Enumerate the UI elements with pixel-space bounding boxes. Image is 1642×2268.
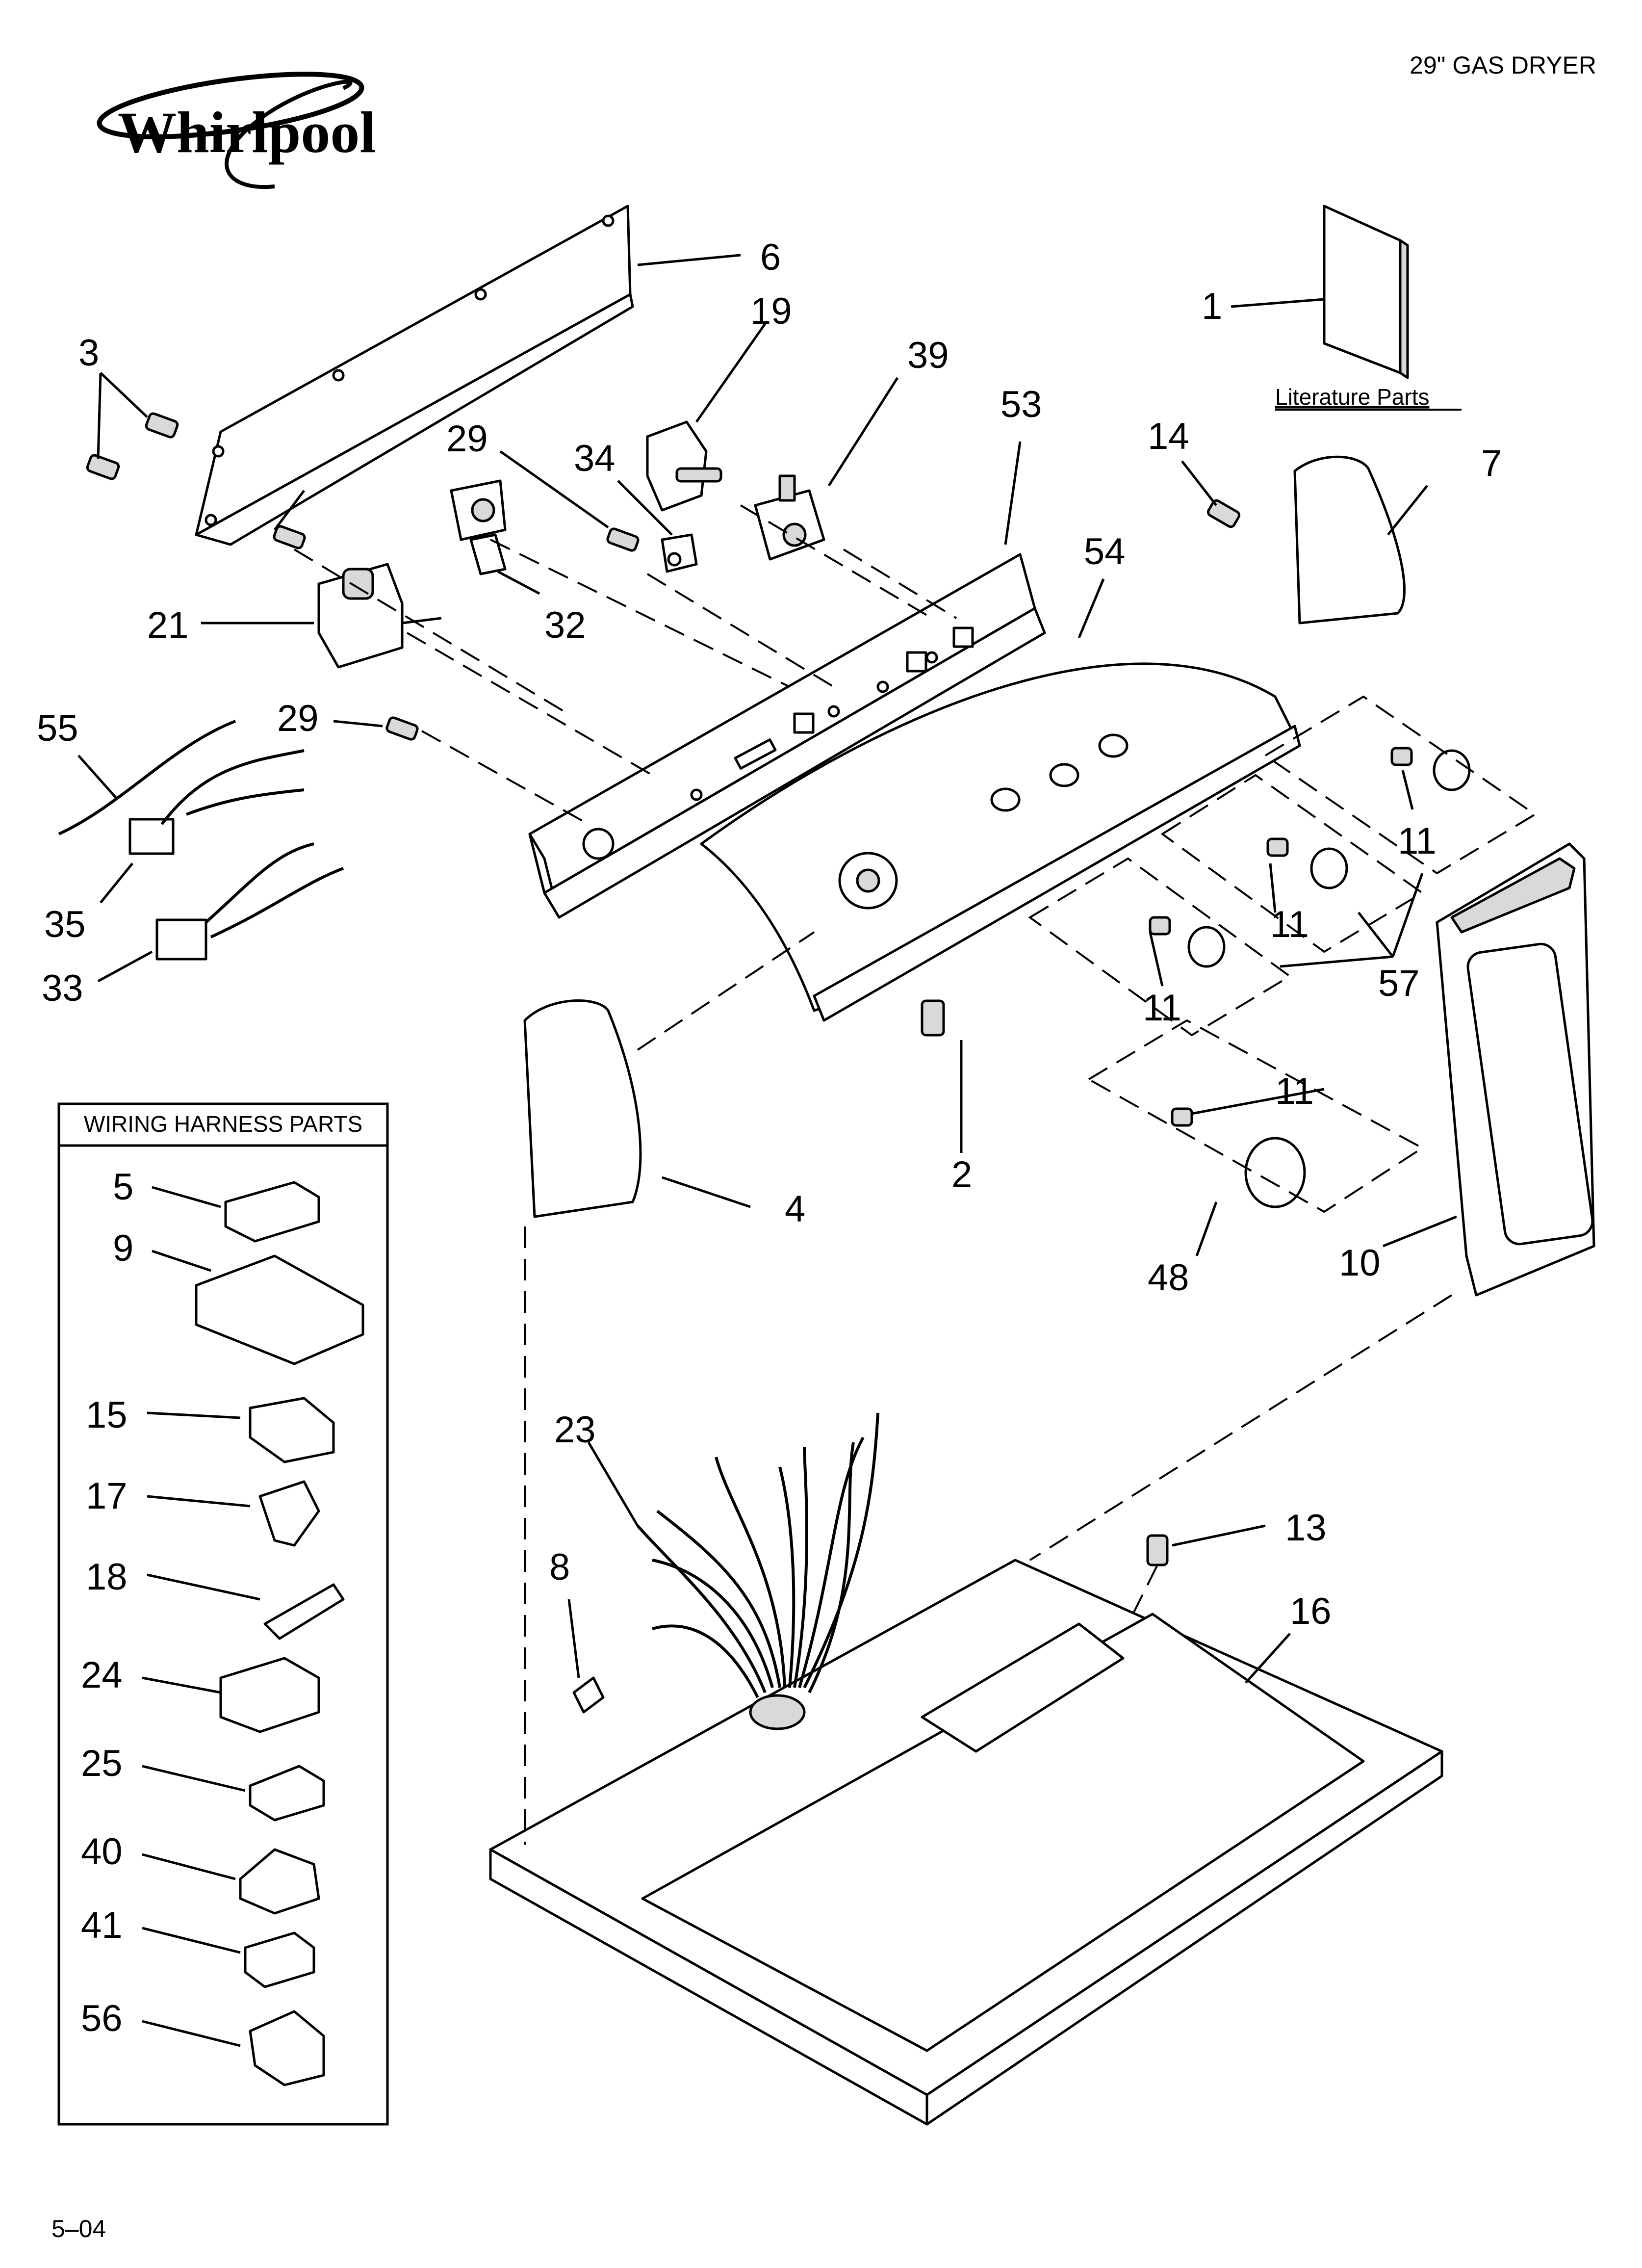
callout-34: 34: [574, 438, 616, 479]
callout-39: 39: [907, 335, 949, 376]
callout-55: 55: [37, 707, 78, 749]
whirlpool-logo: Whirlpool: [97, 72, 376, 189]
callout-16: 16: [1290, 1590, 1332, 1632]
callout-7: 7: [1481, 443, 1502, 484]
part-54-console-panel: [700, 662, 1301, 1022]
wiring-harness-box: WIRING HARNESS PARTS 5 9 15 17 18 24 25 …: [57, 1102, 389, 2126]
part-29-screw-middle: [606, 527, 640, 552]
part-6-panel: [195, 205, 634, 546]
part-10-lint-screen: [1436, 842, 1595, 1297]
callout-29-lower: 29: [277, 698, 319, 739]
callout-32: 32: [544, 604, 586, 646]
part-3-screws: [86, 412, 179, 480]
callout-14: 14: [1148, 416, 1189, 457]
leader-lines: [77, 254, 1457, 1684]
part-13-screw: [1146, 1534, 1169, 1566]
callout-5: 5: [113, 1166, 133, 1208]
callout-1: 1: [1202, 286, 1222, 327]
part-2-screw: [921, 999, 945, 1037]
part-8-clip: [572, 1676, 605, 1714]
part-7-end-cap: [1293, 455, 1406, 625]
callout-11-bottom: 11: [1275, 1070, 1314, 1112]
callout-19: 19: [750, 290, 792, 332]
knobs: [1149, 747, 1471, 1208]
callout-11-top: 11: [1398, 820, 1437, 862]
callout-25: 25: [81, 1743, 123, 1784]
callout-24: 24: [81, 1654, 123, 1696]
callout-57: 57: [1378, 963, 1420, 1004]
callout-48: 48: [1148, 1257, 1189, 1299]
callout-9: 9: [113, 1227, 133, 1269]
model-title: 29" GAS DRYER: [1410, 52, 1596, 79]
callout-56: 56: [81, 1998, 123, 2039]
callout-2: 2: [951, 1154, 972, 1196]
callout-33: 33: [42, 967, 83, 1009]
callout-41: 41: [81, 1904, 123, 1946]
wiring-box-title: WIRING HARNESS PARTS: [84, 1111, 362, 1137]
part-34-clip: [661, 533, 698, 573]
callout-11-mid: 11: [1270, 904, 1309, 945]
part-29-screw-lower: [385, 716, 419, 741]
part-35-33-55-harnesses: [58, 720, 344, 961]
callout-53: 53: [1001, 384, 1042, 425]
callout-40: 40: [81, 1831, 123, 1873]
callout-54: 54: [1084, 531, 1126, 573]
callout-23: 23: [554, 1409, 596, 1451]
part-14-screw: [1206, 499, 1241, 528]
callout-21: 21: [147, 604, 189, 646]
part-32-switch: [450, 479, 507, 575]
part-19-selector: [646, 420, 722, 512]
callout-labels: 1 2 3 4 6 7 8 10 11 11 11 11 13 14 16 19…: [37, 236, 1502, 1632]
callout-3: 3: [78, 332, 99, 374]
callout-35: 35: [44, 904, 86, 945]
part-16-top-panel: [489, 1559, 1443, 2126]
part-21-switch: [317, 563, 442, 669]
literature-caption: Literature Parts: [1275, 384, 1429, 410]
callout-11-low: 11: [1143, 987, 1181, 1029]
part-23-wire-harness: [636, 1412, 879, 1698]
assembly-dashed-lines: [293, 504, 1537, 1845]
callout-6: 6: [760, 236, 781, 278]
part-1-literature: [1323, 205, 1409, 379]
part-29-screw-upper: [273, 525, 306, 549]
callout-10: 10: [1339, 1242, 1381, 1284]
callout-29-upper: 29: [446, 418, 488, 460]
part-4-end-cap: [523, 999, 642, 1218]
callout-8: 8: [549, 1546, 570, 1588]
part-39-timer: [754, 474, 825, 561]
part-53-console-bracket: [528, 553, 1046, 919]
callout-4: 4: [785, 1188, 805, 1230]
callout-18: 18: [86, 1556, 128, 1598]
brand-wordmark: Whirlpool: [118, 100, 376, 165]
callout-17: 17: [86, 1475, 128, 1517]
callout-15: 15: [86, 1394, 128, 1436]
page-code: 5–04: [51, 2215, 106, 2242]
callout-13: 13: [1285, 1507, 1327, 1549]
